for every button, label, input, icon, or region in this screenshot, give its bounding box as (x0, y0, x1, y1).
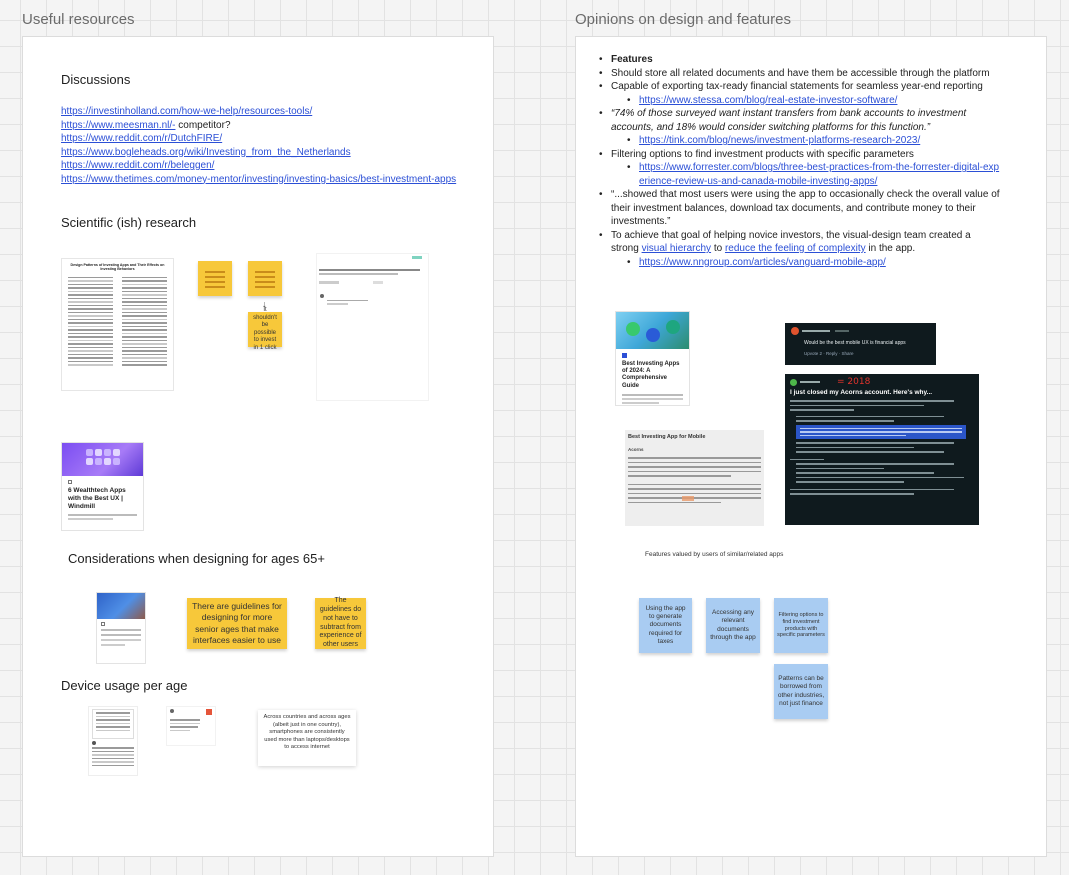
link-tink[interactable]: https://tink.com/blog/news/investment-pl… (639, 135, 921, 146)
link-row: https://www.reddit.com/r/beleggen/ (61, 159, 456, 173)
frame-title-opinions[interactable]: Opinions on design and features (575, 11, 791, 28)
avatar (790, 378, 797, 386)
page-icon (68, 480, 72, 484)
sticky-note-borrow-patterns[interactable]: Patterns can be borrowed from other indu… (774, 664, 828, 719)
sticky-note-invest-one-click[interactable]: It shouldn't be possible to invest in 1 … (248, 307, 282, 351)
sticky-note-guidelines-subtract[interactable]: The guidelines do not have to subtract f… (315, 597, 366, 649)
avatar (791, 327, 799, 335)
link-row: https://www.reddit.com/r/DutchFIRE/ (61, 132, 456, 146)
link-investinholland[interactable]: https://investinholland.com/how-we-help/… (61, 106, 313, 117)
link-row: https://investinholland.com/how-we-help/… (61, 105, 456, 119)
article-heading: Best Investing App for Mobile (628, 434, 706, 440)
link-bogleheads[interactable]: https://www.bogleheads.org/wiki/Investin… (61, 146, 351, 158)
article-excerpt-screenshot[interactable]: Best Investing App for Mobile Acorns (625, 430, 764, 526)
sticky-note-text: There are guidelines for designing for m… (192, 601, 282, 645)
seniors-heading: Considerations when designing for ages 6… (68, 551, 325, 566)
acorns-post-title: I just closed my Acorns account. Here's … (790, 389, 933, 396)
year-annotation: = 2018 (837, 377, 871, 387)
article-card-best-apps[interactable]: Best Investing Apps of 2024: A Comprehen… (615, 311, 690, 406)
frame-title-useful-resources[interactable]: Useful resources (22, 11, 135, 28)
link-row: https://www.meesman.nl/- competitor? (61, 119, 456, 133)
features-notes: Features Should store all related docume… (599, 53, 1001, 269)
goal-text: to (711, 243, 725, 254)
sticky-note-text: Using the app to generate documents requ… (645, 605, 686, 645)
link-row: https://www.thetimes.com/money-mentor/in… (61, 173, 456, 187)
link-forrester[interactable]: https://www.forrester.com/blogs/three-be… (639, 162, 1000, 187)
device-usage-note[interactable]: Across countries and across ages (albeit… (258, 710, 356, 766)
sticky-note-yellow-text[interactable] (248, 261, 282, 296)
reddit-post-meta: Upvote 2 · Reply · Share (804, 351, 854, 356)
article-card-seniors[interactable] (96, 592, 146, 664)
device-usage-table-thumbnail[interactable] (88, 706, 138, 776)
reddit-post-text: Would be the best mobile UX is financial… (804, 340, 906, 346)
article-card-title: 6 Wealthtech Apps with the Best UX | Win… (68, 487, 126, 510)
sticky-note-guidelines[interactable]: There are guidelines for designing for m… (187, 598, 287, 649)
link-visual-hierarchy[interactable]: visual hierarchy (641, 243, 712, 254)
note-filtering: Filtering options to find investment pro… (599, 148, 1001, 162)
note-visual-hierarchy: To achieve that goal of helping novice i… (599, 229, 1001, 256)
reddit-post-screenshot[interactable]: Would be the best mobile UX is financial… (785, 323, 936, 365)
link-meesman[interactable]: https://www.meesman.nl/- (61, 119, 176, 131)
goal-text: To achieve that goal of helping novice i… (611, 229, 971, 255)
sticky-note-text: It shouldn't be possible to invest in 1 … (253, 307, 277, 351)
article-card-wealthtech[interactable]: 6 Wealthtech Apps with the Best UX | Win… (61, 442, 144, 531)
sticky-note-text: Accessing any relevant documents through… (710, 609, 756, 641)
quote-vanguard: “...showed that most users were using th… (599, 188, 1001, 229)
sticky-note-text: The guidelines do not have to subtract f… (319, 597, 362, 648)
research-heading: Scientific (ish) research (61, 215, 197, 230)
research-paper-thumbnail[interactable]: Design Patterns of Investing Apps and Th… (61, 258, 174, 391)
device-usage-thumbnail[interactable] (166, 706, 216, 746)
discussion-links: https://investinholland.com/how-we-help/… (61, 105, 456, 186)
note-text: Across countries and across ages (albeit… (263, 714, 351, 751)
link-reddit-dutchfire[interactable]: https://www.reddit.com/r/DutchFIRE/ (61, 133, 223, 144)
article-card-title: Best Investing Apps of 2024: A Comprehen… (622, 361, 680, 389)
sticky-note-filtering[interactable]: Filtering options to find investment pro… (774, 598, 828, 653)
link-reduce-complexity[interactable]: reduce the feeling of complexity (724, 243, 866, 254)
link-reddit-beleggen[interactable]: https://www.reddit.com/r/beleggen/ (61, 160, 215, 171)
article-image (62, 443, 143, 476)
article-image (616, 312, 689, 349)
acorns-post-screenshot[interactable]: = 2018 I just closed my Acorns account. … (785, 374, 979, 525)
features-heading: Features (611, 54, 653, 65)
sticky-note-text: Filtering options to find investment pro… (777, 611, 825, 639)
sticky-note-text: Patterns can be borrowed from other indu… (777, 675, 825, 707)
link-suffix: competitor? (175, 119, 231, 131)
link-nngroup[interactable]: https://www.nngroup.com/articles/vanguar… (639, 256, 886, 268)
sticky-note-yellow-text[interactable] (198, 261, 232, 296)
article-subheading: Acorns (628, 447, 644, 452)
note-export-tax: Capable of exporting tax-ready financial… (599, 80, 1001, 94)
discussions-heading: Discussions (61, 72, 131, 87)
paper-title: Design Patterns of Investing Apps and Th… (70, 263, 165, 272)
link-row: https://www.bogleheads.org/wiki/Investin… (61, 146, 456, 160)
paper-preview-thumbnail[interactable] (316, 253, 429, 401)
goal-text: in the app. (865, 243, 916, 254)
sticky-note-access-documents[interactable]: Accessing any relevant documents through… (706, 598, 760, 653)
arrow-down-icon: ↓ (262, 299, 267, 309)
quote-tink: “74% of those surveyed want instant tran… (599, 107, 1001, 134)
device-usage-heading: Device usage per age (61, 678, 188, 693)
sticky-note-tax-documents[interactable]: Using the app to generate documents requ… (639, 598, 692, 653)
link-stessa[interactable]: https://www.stessa.com/blog/real-estate-… (639, 94, 898, 106)
article-image (97, 593, 145, 619)
features-caption: Features valued by users of similar/rela… (645, 551, 784, 558)
note-store-documents: Should store all related documents and h… (599, 67, 1001, 81)
link-thetimes[interactable]: https://www.thetimes.com/money-mentor/in… (61, 173, 457, 185)
